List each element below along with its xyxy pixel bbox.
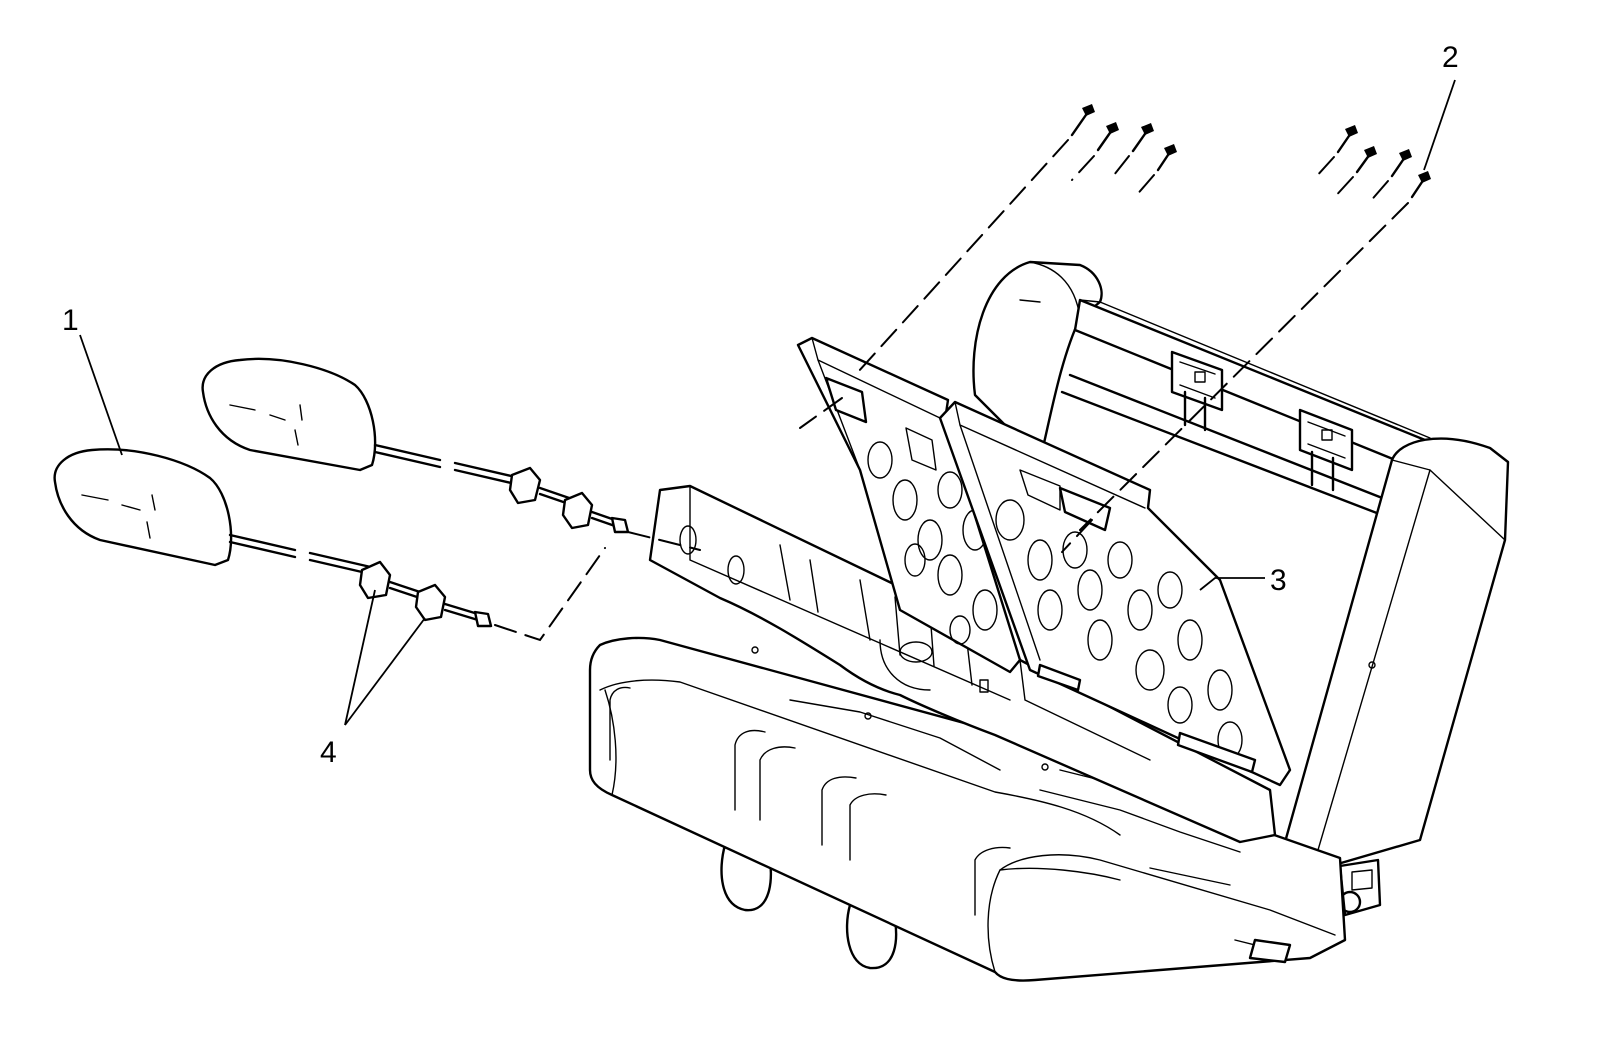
bolt bbox=[1070, 104, 1095, 137]
seat-cushion bbox=[588, 636, 1347, 982]
guide-lower-a bbox=[358, 560, 422, 600]
bolt bbox=[1410, 171, 1431, 199]
hinge-bracket-left bbox=[1170, 350, 1224, 432]
bolt bbox=[1336, 125, 1358, 154]
bolt bbox=[1390, 149, 1412, 178]
callout-leaders bbox=[79, 79, 1456, 726]
headrest-upper bbox=[201, 357, 630, 534]
assembly-centerlines bbox=[494, 139, 1409, 642]
guide-lower-b bbox=[414, 583, 493, 628]
guide-upper-b bbox=[561, 491, 630, 534]
callout-2: 2 bbox=[1442, 41, 1459, 74]
callout-labels: 1 2 3 4 bbox=[62, 41, 1459, 769]
headrest-lower bbox=[53, 448, 493, 628]
callout-4: 4 bbox=[320, 736, 337, 769]
seat-back-panel-left bbox=[796, 336, 1022, 674]
seat-back-panel-right bbox=[938, 400, 1292, 787]
bolts bbox=[1070, 104, 1431, 199]
callout-3: 3 bbox=[1270, 564, 1287, 597]
bolt bbox=[1355, 146, 1377, 174]
bolt bbox=[1096, 122, 1119, 152]
hinge-bracket-right bbox=[1298, 408, 1354, 492]
seat-back-frame bbox=[972, 260, 1510, 917]
bolt bbox=[1131, 123, 1154, 153]
bolt bbox=[1156, 144, 1177, 172]
callout-1: 1 bbox=[62, 304, 79, 337]
seat-back-cover bbox=[648, 484, 1277, 844]
guide-upper-a bbox=[508, 466, 577, 508]
